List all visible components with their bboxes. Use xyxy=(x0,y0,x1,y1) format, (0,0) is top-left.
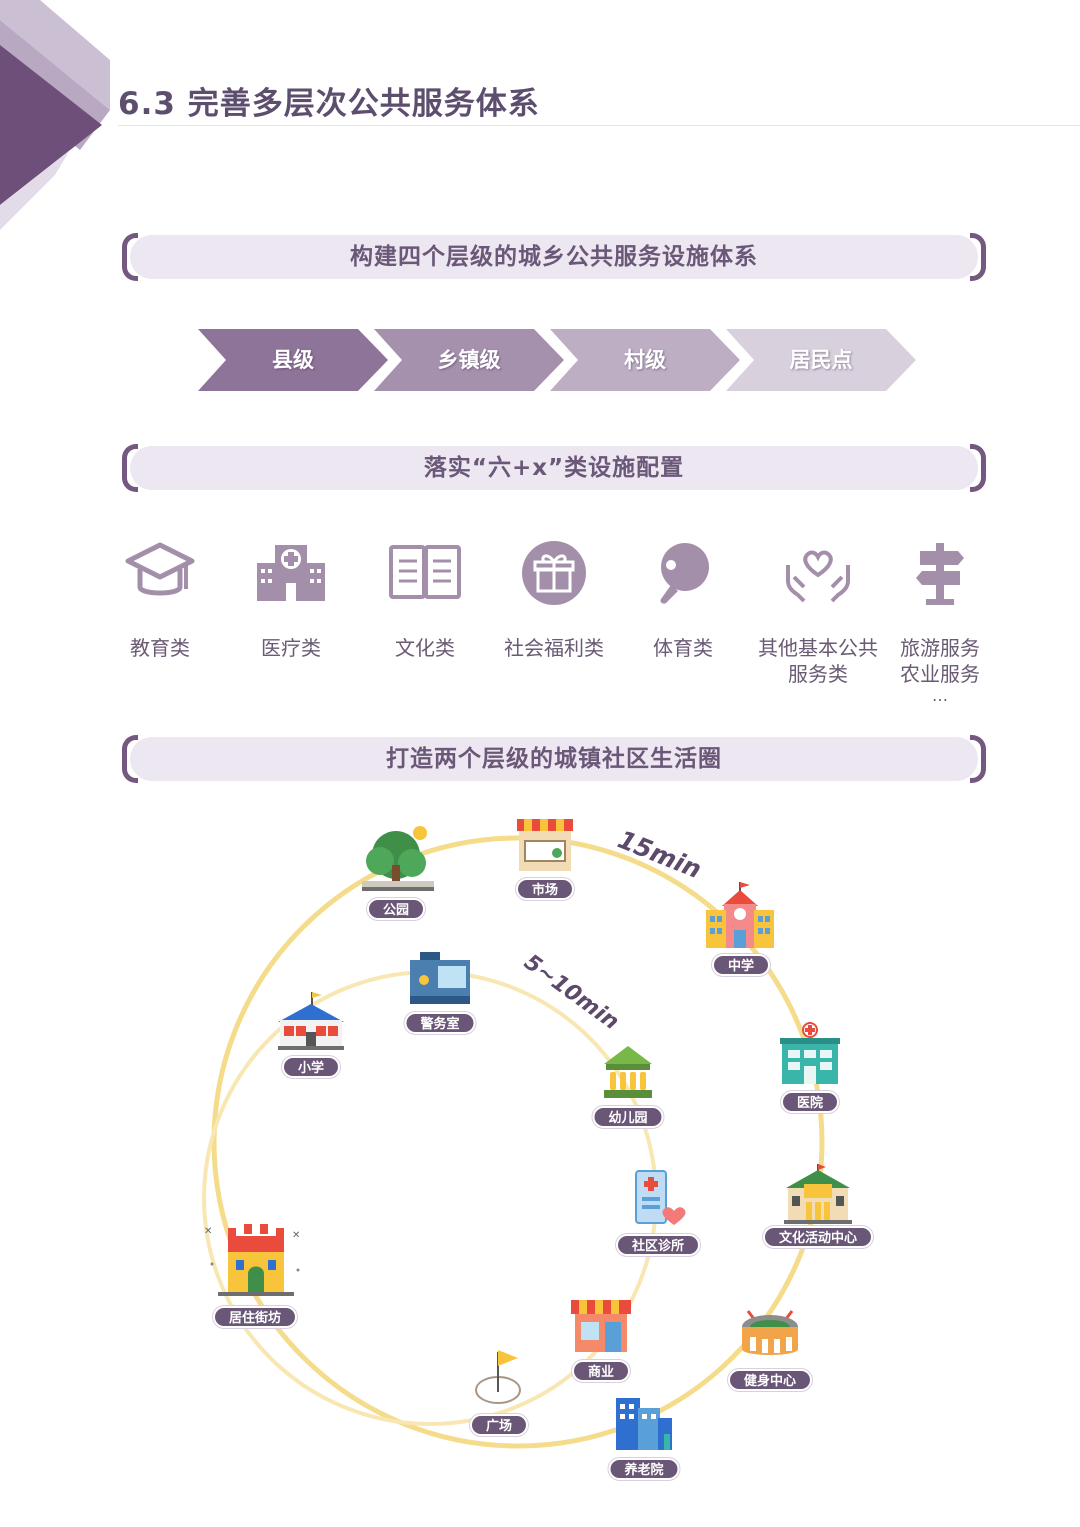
facility-label: 服务类 xyxy=(788,662,848,686)
facility-label: 其他基本公共 xyxy=(758,636,878,660)
level-label: 乡镇级 xyxy=(437,348,501,372)
hospital-building-icon xyxy=(257,545,325,601)
police-booth-icon xyxy=(410,952,470,1004)
banner-facility-config: 落实“六+x”类设施配置 xyxy=(122,444,986,492)
school-building-icon xyxy=(706,882,774,948)
node-elderly-home xyxy=(612,1394,676,1456)
node-label-primary-school: 小学 xyxy=(281,1056,341,1078)
culture-hall-icon xyxy=(784,1164,852,1224)
facility-label: 旅游服务 xyxy=(900,636,980,660)
banner-life-circle: 打造两个层级的城镇社区生活圈 xyxy=(122,735,986,783)
graduation-cap-icon xyxy=(125,542,195,596)
node-fitness-center xyxy=(740,1305,800,1369)
facility-label: 教育类 xyxy=(130,636,190,660)
banner-text: 打造两个层级的城镇社区生活圈 xyxy=(386,746,722,772)
level-village: 村级 xyxy=(550,329,740,391)
node-label-clinic: 社区诊所 xyxy=(615,1234,701,1256)
facility-welfare: 社会福利类 xyxy=(484,535,624,661)
circle-rings xyxy=(202,835,825,1449)
hospital-icon xyxy=(780,1022,840,1084)
corner-decoration xyxy=(0,0,110,230)
node-label-commerce: 商业 xyxy=(571,1360,631,1382)
level-settlement: 居民点 xyxy=(726,329,916,391)
facility-label: 农业服务 xyxy=(900,662,980,686)
node-label-police-room: 警务室 xyxy=(404,1012,476,1034)
facility-education: 教育类 xyxy=(90,535,230,661)
facility-medical: 医疗类 xyxy=(221,535,361,661)
life-circle-diagram: 15min 5~10min 公园 市场 xyxy=(0,800,1080,1500)
node-label-residential-block: 居住街坊 xyxy=(212,1306,298,1328)
node-label-hospital: 医院 xyxy=(780,1091,840,1113)
facility-label: 文化类 xyxy=(395,636,455,660)
clinic-heart-icon xyxy=(635,1170,686,1225)
node-clinic xyxy=(622,1165,688,1233)
signpost-icon xyxy=(916,543,964,605)
node-commerce xyxy=(571,1296,631,1358)
facility-label: 社会福利类 xyxy=(504,636,604,660)
level-township: 乡镇级 xyxy=(374,329,564,391)
level-chevrons: 县级 乡镇级 村级 居民点 xyxy=(198,329,918,391)
gift-icon xyxy=(522,541,586,605)
level-county: 县级 xyxy=(198,329,388,391)
node-label-middle-school: 中学 xyxy=(711,954,771,976)
kindergarten-pillars-icon xyxy=(604,1046,652,1098)
node-label-fitness-center: 健身中心 xyxy=(727,1369,813,1391)
park-icon xyxy=(362,826,434,891)
level-label: 县级 xyxy=(272,348,314,372)
facility-label: 医疗类 xyxy=(261,636,321,660)
node-label-elderly-home: 养老院 xyxy=(608,1458,680,1480)
primary-school-icon xyxy=(278,992,344,1050)
svg-text:✕: ✕ xyxy=(204,1226,212,1237)
node-culture-center xyxy=(784,1164,852,1228)
heart-hands-icon xyxy=(786,550,850,603)
node-primary-school xyxy=(276,990,346,1056)
ping-pong-icon xyxy=(660,543,709,604)
node-kindergarten xyxy=(602,1044,654,1106)
node-label-kindergarten: 幼儿园 xyxy=(592,1106,664,1128)
node-hospital xyxy=(778,1022,842,1090)
node-middle-school xyxy=(704,880,776,954)
facility-label-more: … xyxy=(932,686,948,705)
node-park xyxy=(360,825,436,899)
facility-label: 体育类 xyxy=(653,636,713,660)
page-title: 6.3 完善多层次公共服务体系 xyxy=(118,86,540,122)
facility-culture: 文化类 xyxy=(355,535,495,661)
level-label: 居民点 xyxy=(789,348,853,372)
node-market xyxy=(515,815,575,877)
flag-plaza-icon xyxy=(475,1350,521,1404)
node-label-market: 市场 xyxy=(515,878,575,900)
apartment-buildings-icon xyxy=(616,1398,672,1450)
banner-text: 落实“六+x”类设施配置 xyxy=(423,455,685,481)
node-plaza xyxy=(472,1346,526,1412)
level-label: 村级 xyxy=(624,348,666,372)
storefront-icon xyxy=(571,1300,631,1352)
market-stall-icon xyxy=(517,819,573,871)
node-police-room xyxy=(408,950,472,1010)
node-label-park: 公园 xyxy=(366,898,426,920)
banner-text: 构建四个层级的城乡公共服务设施体系 xyxy=(350,244,758,270)
open-book-icon xyxy=(389,545,461,599)
facility-other-public: 其他基本公共 服务类 xyxy=(748,535,888,687)
banner-service-system: 构建四个层级的城乡公共服务设施体系 xyxy=(122,233,986,281)
facility-sports: 体育类 xyxy=(613,535,753,661)
castle-gate-icon: ✕ ✕ xyxy=(204,1224,300,1296)
node-residential-block: ✕ ✕ xyxy=(200,1220,310,1304)
node-label-culture-center: 文化活动中心 xyxy=(762,1226,874,1248)
header-divider xyxy=(118,125,1080,126)
stadium-icon xyxy=(742,1310,798,1355)
node-label-plaza: 广场 xyxy=(469,1414,529,1436)
svg-text:✕: ✕ xyxy=(292,1230,300,1241)
facility-tourism-agriculture: 旅游服务 农业服务 … xyxy=(870,535,1010,705)
